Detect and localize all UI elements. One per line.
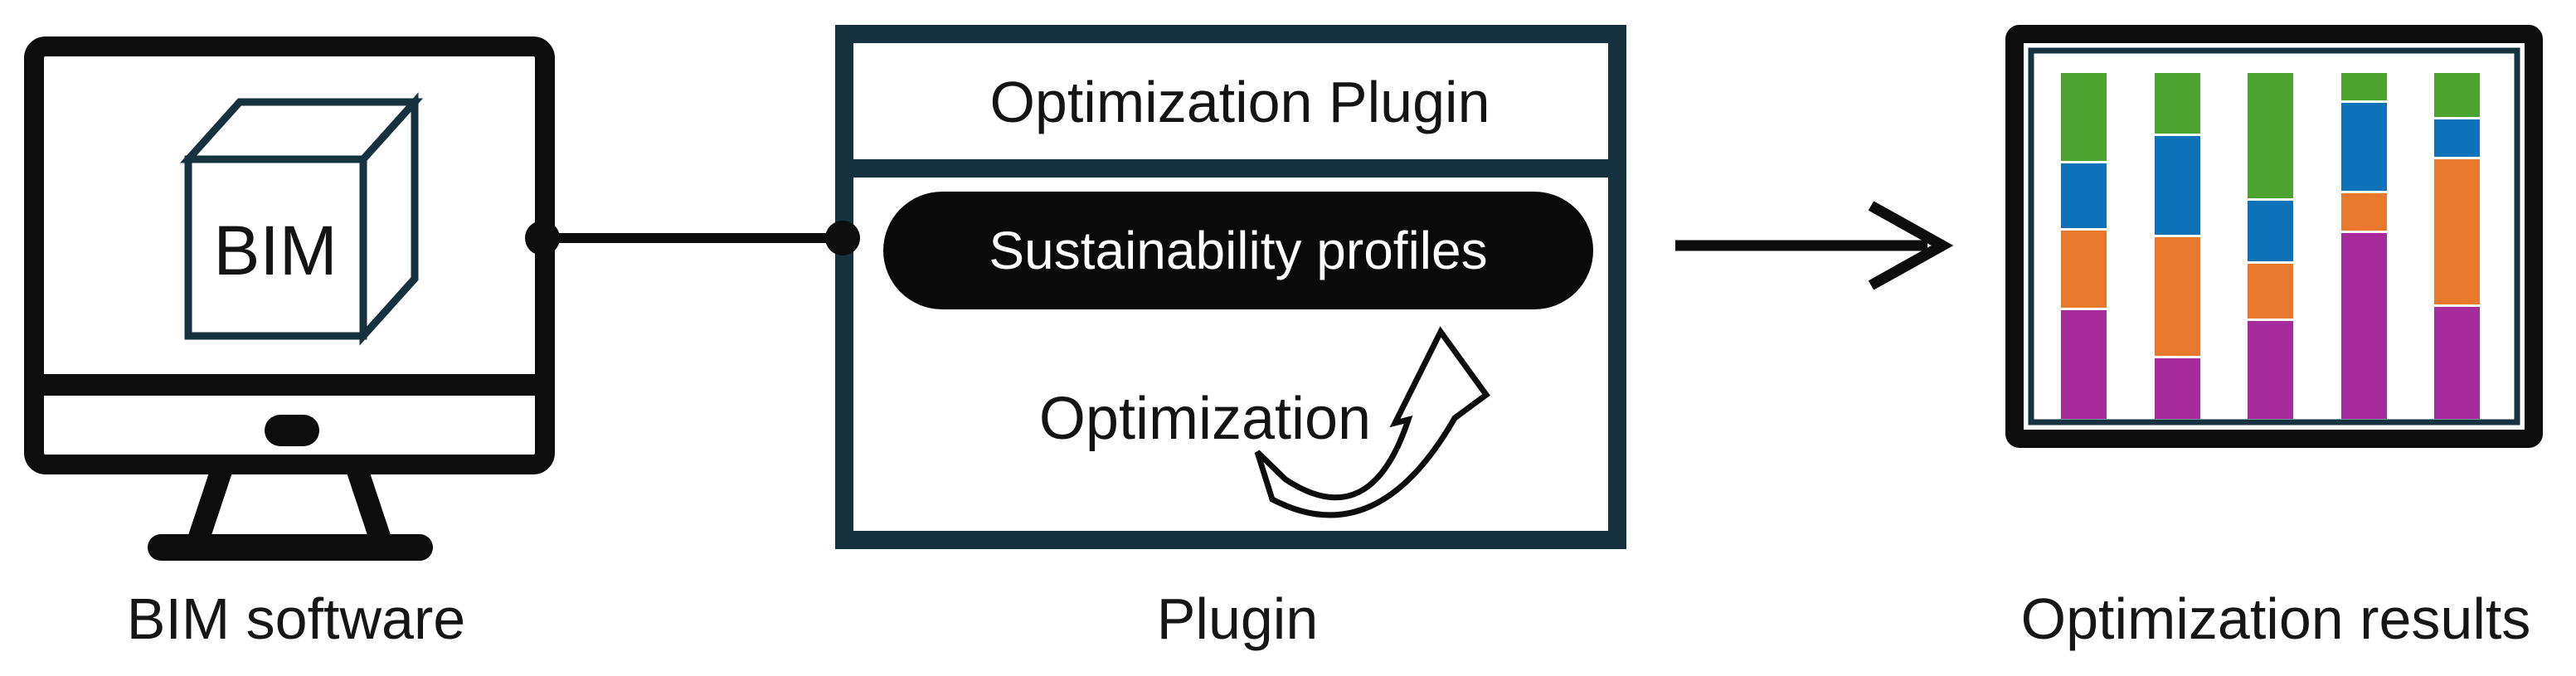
plugin-box-title: Optimization Plugin bbox=[989, 70, 1490, 134]
caption-plugin: Plugin bbox=[1156, 586, 1319, 651]
bar-segment-orange bbox=[2061, 230, 2107, 309]
bar-segment-green bbox=[2340, 73, 2387, 100]
connector-dot-right bbox=[825, 221, 860, 255]
bar-segment-blue bbox=[2340, 102, 2387, 191]
bar-segment-magenta bbox=[2248, 320, 2293, 419]
plugin-box-divider bbox=[835, 159, 1626, 178]
bar-segment-blue bbox=[2061, 163, 2107, 228]
bar-segment-orange bbox=[2434, 158, 2480, 305]
bar-segment-green bbox=[2154, 73, 2200, 134]
stacked-bar bbox=[2340, 73, 2387, 419]
sustainability-profiles-label: Sustainability profiles bbox=[989, 221, 1488, 280]
bar-segment-magenta bbox=[2434, 307, 2480, 419]
bar-segment-green bbox=[2061, 73, 2107, 162]
connector-dot-left bbox=[525, 221, 560, 255]
sustainability-profiles-pill: Sustainability profiles bbox=[883, 192, 1593, 309]
stacked-bar bbox=[2434, 73, 2480, 419]
bim-cube-icon bbox=[179, 92, 424, 346]
monitor-power-dash bbox=[265, 415, 319, 446]
caption-bim-software: BIM software bbox=[126, 586, 466, 651]
bar-segment-magenta bbox=[2340, 232, 2387, 419]
bar-segment-orange bbox=[2248, 264, 2293, 319]
monitor-stand-right-leg bbox=[347, 473, 391, 537]
bar-segment-orange bbox=[2340, 192, 2387, 231]
optimization-process-label: Optimization bbox=[1038, 385, 1372, 452]
curved-arrow-icon bbox=[1254, 326, 1490, 518]
results-bars bbox=[2061, 73, 2480, 419]
stacked-bar bbox=[2154, 73, 2200, 419]
stacked-bar bbox=[2248, 73, 2293, 419]
bar-segment-blue bbox=[2154, 136, 2200, 235]
stacked-bar bbox=[2061, 73, 2107, 419]
bar-segment-magenta bbox=[2154, 357, 2200, 419]
bim-cube-label: BIM bbox=[213, 211, 338, 289]
caption-optimization-results: Optimization results bbox=[2020, 586, 2531, 651]
bar-segment-green bbox=[2248, 73, 2293, 198]
monitor-stand-base bbox=[148, 534, 433, 561]
bar-segment-magenta bbox=[2061, 310, 2107, 419]
bar-segment-blue bbox=[2434, 119, 2480, 157]
bar-segment-green bbox=[2434, 73, 2480, 118]
bar-segment-blue bbox=[2248, 200, 2293, 262]
flow-arrow-icon bbox=[1675, 201, 1954, 290]
monitor-stand-left-leg bbox=[187, 473, 232, 537]
bar-segment-orange bbox=[2154, 236, 2200, 356]
